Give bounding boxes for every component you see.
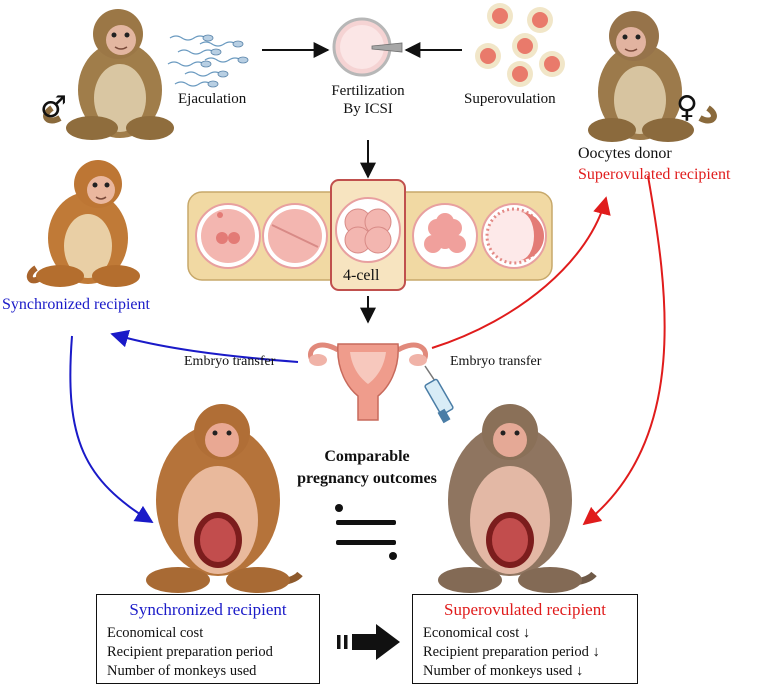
embryo-transfer-right-label: Embryo transfer bbox=[450, 354, 542, 369]
superovulated-recipient-label: Superovulated recipient bbox=[578, 166, 731, 183]
superovulated-summary-box: Superovulated recipient Economical cost … bbox=[412, 594, 638, 684]
morula-embryo bbox=[412, 203, 478, 269]
outcome-label-line1: Comparable bbox=[324, 448, 410, 465]
red-arrow-to-pregnant-superovulated bbox=[582, 175, 666, 526]
blue-arrow-to-pregnant-synchronized bbox=[69, 335, 154, 523]
approximately-equal-symbol bbox=[335, 504, 397, 560]
icsi-oocyte-illustration bbox=[332, 17, 403, 77]
pregnant-synchronized-monkey-illustration bbox=[146, 404, 303, 593]
red-arrow-embryo-transfer-right bbox=[431, 196, 611, 349]
ejaculation-label: Ejaculation bbox=[178, 91, 247, 107]
male-symbol: ♂ bbox=[40, 90, 67, 125]
zygote-embryo bbox=[195, 203, 261, 269]
embryo-development-strip bbox=[187, 179, 553, 291]
syringe-illustration bbox=[424, 365, 454, 424]
blastocyst-embryo bbox=[481, 203, 547, 269]
superovulated-item-period: Recipient preparation period ↓ bbox=[423, 644, 600, 660]
synchronized-item-period: Recipient preparation period bbox=[107, 644, 273, 660]
synchronized-recipient-monkey-illustration bbox=[26, 160, 140, 287]
four-cell-stage-label: 4-cell bbox=[343, 267, 380, 284]
superovulated-item-cost: Economical cost ↓ bbox=[423, 625, 531, 641]
oocytes-cluster-illustration bbox=[475, 3, 565, 87]
male-monkey-illustration bbox=[43, 9, 174, 140]
synchronized-summary-title: Synchronized recipient bbox=[129, 600, 287, 619]
fertilization-label-line1: Fertilization bbox=[331, 83, 405, 99]
four-cell-embryo bbox=[335, 197, 401, 263]
pregnant-superovulated-monkey-illustration bbox=[438, 404, 597, 593]
outcome-label-line2: pregnancy outcomes bbox=[297, 470, 437, 487]
synchronized-item-cost: Economical cost bbox=[107, 625, 204, 641]
improvement-arrow bbox=[337, 624, 400, 660]
embryo-transfer-left-label: Embryo transfer bbox=[184, 354, 276, 369]
uterus-illustration bbox=[308, 342, 428, 421]
female-donor-monkey-illustration bbox=[588, 11, 717, 142]
oocytes-donor-label: Oocytes donor bbox=[578, 145, 672, 162]
superovulated-item-monkeys: Number of monkeys used ↓ bbox=[423, 663, 584, 679]
superovulated-summary-title: Superovulated recipient bbox=[444, 600, 606, 619]
blue-arrow-embryo-transfer-left bbox=[110, 329, 299, 363]
fertilization-label-line2: By ICSI bbox=[343, 101, 393, 117]
female-symbol: ♀ bbox=[676, 90, 698, 125]
two-cell-embryo bbox=[262, 203, 328, 269]
synchronized-recipient-label: Synchronized recipient bbox=[2, 296, 150, 313]
synchronized-summary-box: Synchronized recipient Economical cost R… bbox=[96, 594, 320, 684]
synchronized-item-monkeys: Number of monkeys used bbox=[107, 663, 257, 679]
sperm-cells-illustration bbox=[167, 35, 242, 87]
superovulation-label: Superovulation bbox=[464, 91, 556, 107]
outcome-label: Comparable pregnancy outcomes bbox=[282, 446, 452, 490]
fertilization-label: Fertilization By ICSI bbox=[318, 82, 418, 118]
